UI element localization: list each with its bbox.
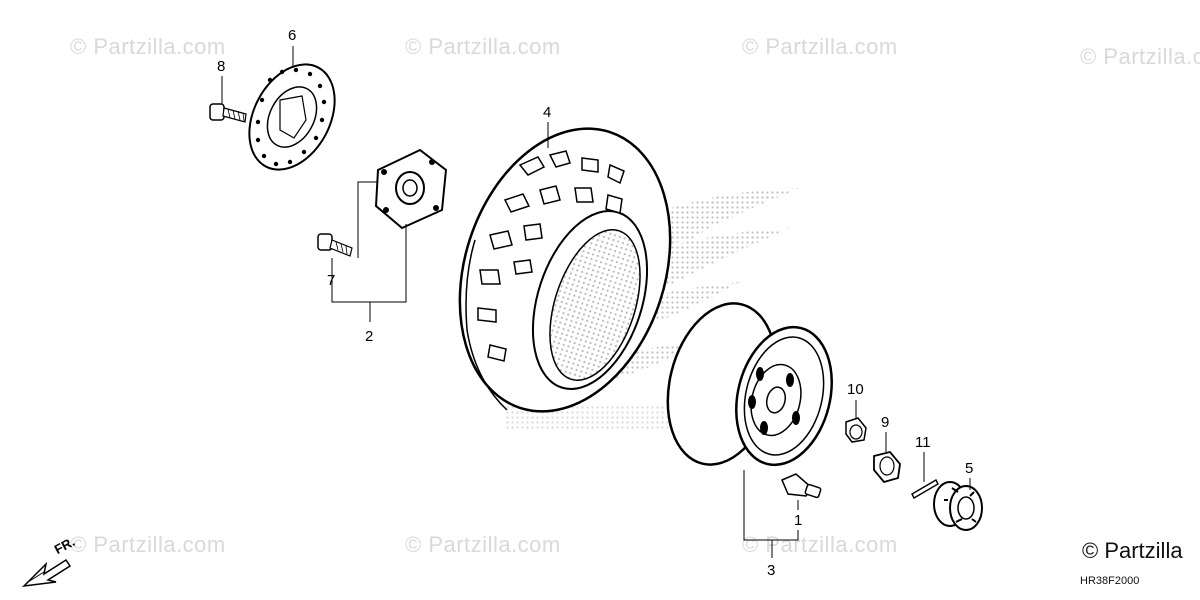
wheel-hub [374, 148, 448, 230]
callout-6: 6 [288, 27, 297, 44]
watermark: © Partzilla.com [70, 34, 226, 59]
tire-valve [781, 473, 822, 499]
front-direction-arrow-icon [21, 558, 72, 588]
callout-11: 11 [915, 434, 931, 451]
diagram-code: HR38F2000 [1080, 575, 1140, 587]
axle-nut [873, 450, 901, 484]
brand-copyright: © Partzilla [1082, 538, 1183, 563]
watermark: © Partzilla.com [742, 34, 898, 59]
callout-4: 4 [543, 104, 552, 121]
callout-8: 8 [217, 58, 226, 75]
watermark: © Partzilla.com [70, 532, 226, 557]
callout-1: 1 [794, 512, 803, 529]
nut-cap [845, 417, 867, 443]
disc-bolt [209, 103, 247, 123]
watermark: © Partzilla.com [405, 532, 561, 557]
leader-lines [221, 46, 971, 558]
watermark: © Partzilla.com [405, 34, 561, 59]
callout-9: 9 [881, 414, 890, 431]
brake-disc [248, 63, 336, 171]
callout-2: 2 [365, 328, 374, 345]
cotter-pin [911, 479, 939, 499]
hub-bolt [317, 233, 353, 257]
callout-3: 3 [767, 562, 776, 579]
callout-5: 5 [965, 460, 974, 477]
callout-10: 10 [847, 381, 864, 398]
wheel-rim [666, 302, 833, 467]
watermark: © Partzilla.com [1080, 44, 1200, 69]
tire [458, 127, 672, 413]
castle-hub-nut [933, 481, 983, 531]
watermark: © Partzilla.com [742, 532, 898, 557]
callout-7: 7 [327, 272, 336, 289]
